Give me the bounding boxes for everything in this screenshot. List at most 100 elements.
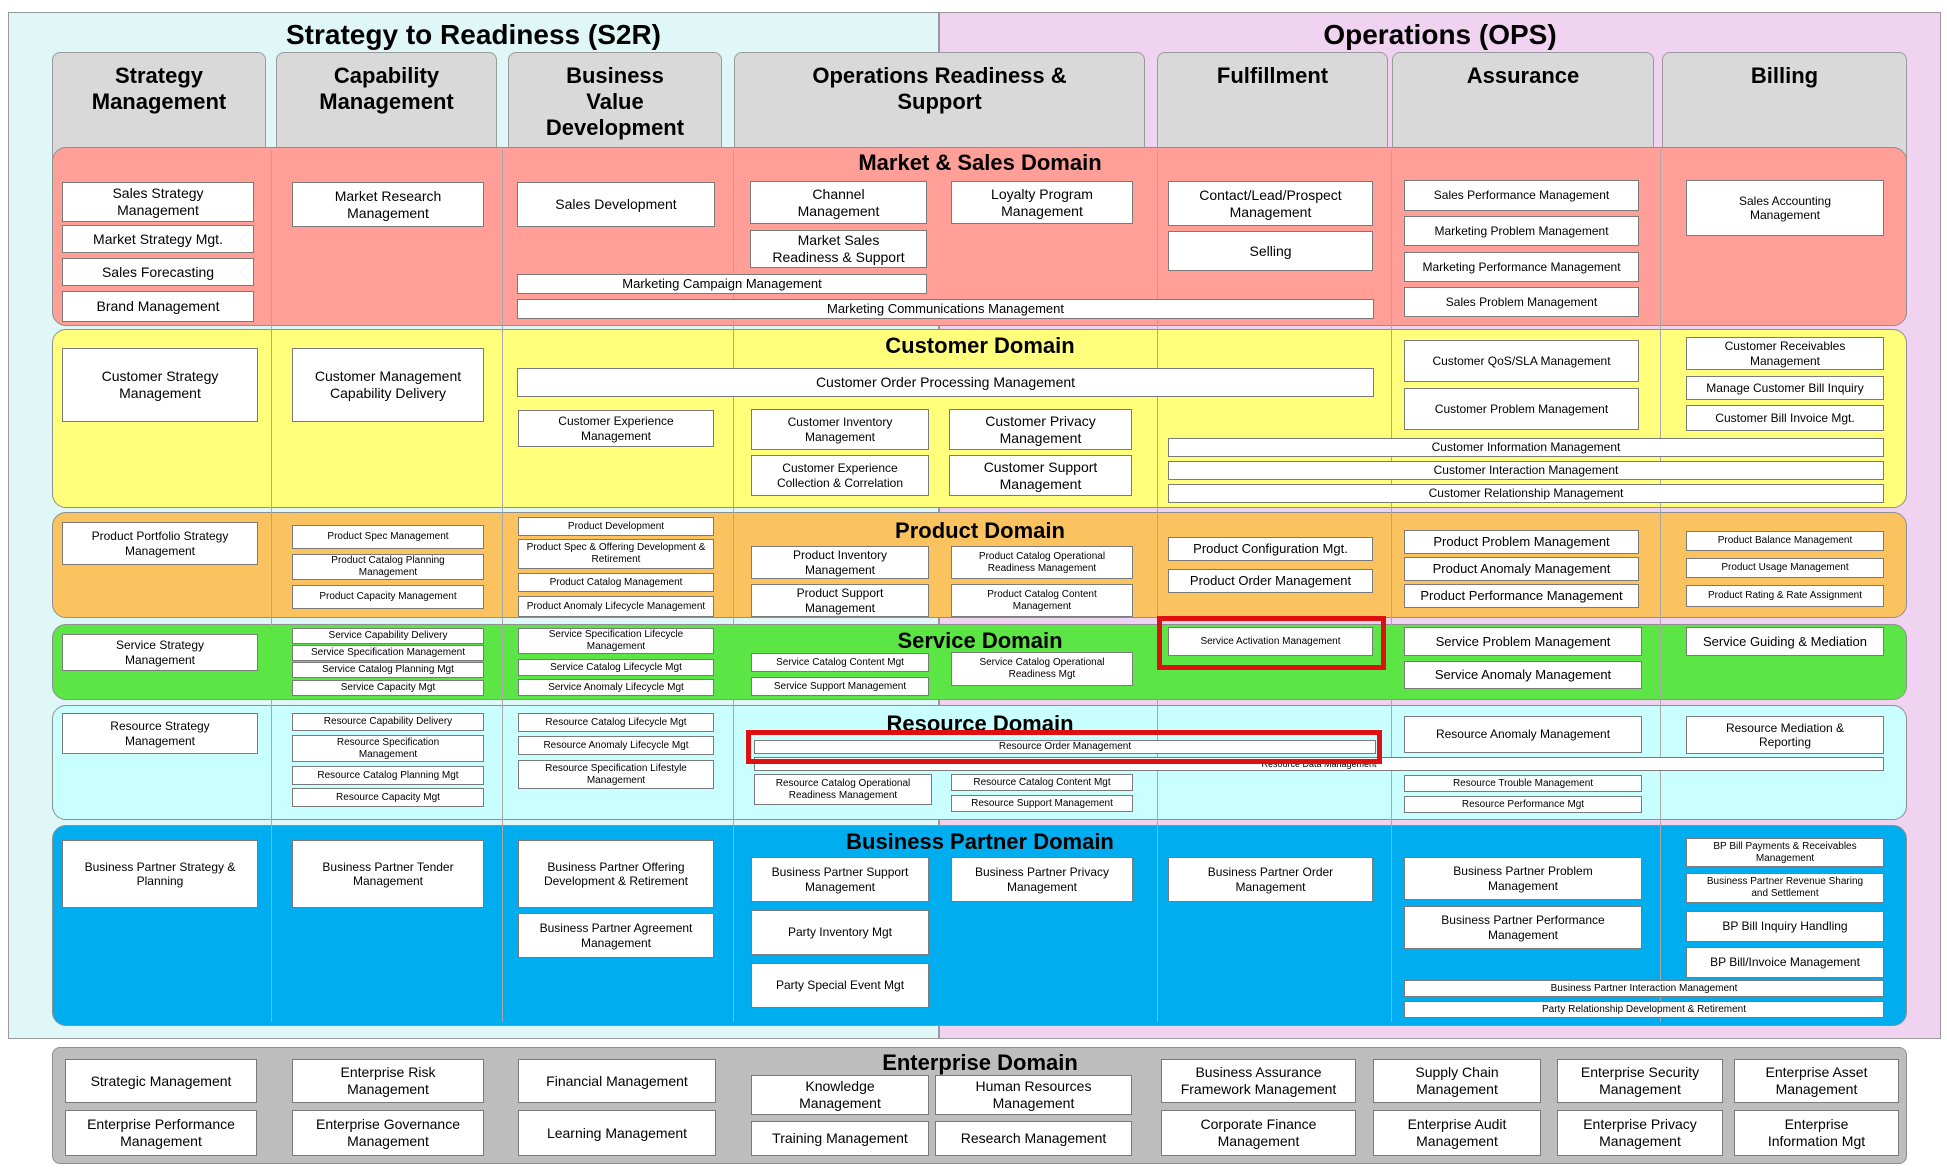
customer-process-box: Customer Problem Management [1404,388,1639,430]
product-process-box: Product Anomaly Lifecycle Management [518,596,714,617]
column-divider [733,150,734,1022]
business-partner-process-box: Business Partner Agreement Management [518,913,714,958]
service-process-box: Service Guiding & Mediation [1686,627,1884,656]
service-process-box: Service Anomaly Lifecycle Mgt [518,679,714,696]
service-process-box: Service Problem Management [1404,627,1642,656]
market-sales-process-box: Sales Forecasting [62,258,254,286]
resource-process-box: Resource Catalog Content Mgt [951,774,1133,791]
resource-process-box: Resource Strategy Management [62,713,258,754]
resource-process-box: Resource Catalog Planning Mgt [292,766,484,785]
product-process-box: Product Development [518,517,714,536]
enterprise-process-box: Training Management [751,1121,929,1156]
product-process-box: Product Usage Management [1686,558,1884,578]
customer-process-box: Customer Receivables Management [1686,337,1884,370]
customer-process-box: Customer Interaction Management [1168,461,1884,480]
business-partner-process-box: BP Bill Inquiry Handling [1686,911,1884,942]
column-header-business-value-development: Business Value Development [508,52,722,162]
service-process-box: Service Catalog Operational Readiness Mg… [951,652,1133,686]
product-process-box: Product Catalog Management [518,573,714,592]
column-header-assurance: Assurance [1392,52,1654,162]
product-process-box: Product Capacity Management [292,585,484,609]
market-sales-process-box: Sales Performance Management [1404,180,1639,211]
market-sales-process-box: Brand Management [62,291,254,322]
column-header-billing: Billing [1662,52,1907,162]
column-header-capability-management: Capability Management [276,52,497,162]
business-partner-process-box: Business Partner Problem Management [1404,857,1642,900]
market-sales-process-box: Sales Accounting Management [1686,180,1884,236]
service-process-box: Service Support Management [751,677,929,696]
business-partner-process-box: Party Relationship Development & Retirem… [1404,1001,1884,1018]
resource-process-box: Resource Support Management [951,795,1133,812]
market-sales-process-box: Contact/Lead/Prospect Management [1168,181,1373,226]
market-sales-process-box: Channel Management [750,181,927,224]
enterprise-process-box: Enterprise Risk Management [292,1059,484,1103]
business-partner-process-box: Business Partner Order Management [1168,857,1373,902]
enterprise-process-box: Business Assurance Framework Management [1161,1059,1356,1103]
market-sales-process-box: Marketing Campaign Management [517,274,927,294]
customer-process-box: Customer Information Management [1168,438,1884,457]
enterprise-process-box: Enterprise Security Management [1557,1059,1723,1103]
product-process-box: Product Balance Management [1686,531,1884,551]
service-process-box: Service Capability Delivery [292,628,484,644]
column-header-fulfillment: Fulfillment [1157,52,1388,162]
resource-process-box: Resource Anomaly Lifecycle Mgt [518,736,714,755]
service-process-box: Service Specification Management [292,645,484,661]
service-process-box: Service Specification Lifecycle Manageme… [518,628,714,654]
enterprise-process-box: Learning Management [518,1110,716,1156]
customer-process-box: Customer Experience Management [518,410,714,447]
service-process-box: Service Activation Management [1168,627,1373,656]
column-header-operations-readiness-support: Operations Readiness & Support [734,52,1145,162]
enterprise-process-box: Corporate Finance Management [1161,1110,1356,1156]
business-partner-process-box: Business Partner Tender Management [292,840,484,908]
product-domain-title: Product Domain [895,518,1065,543]
resource-process-box: Resource Order Management [754,740,1376,754]
service-process-box: Service Catalog Content Mgt [751,653,929,672]
enterprise-process-box: Strategic Management [65,1059,257,1103]
resource-process-box: Resource Capacity Mgt [292,788,484,807]
enterprise-process-box: Enterprise Governance Management [292,1110,484,1156]
ops-title: Operations (OPS) [1323,19,1557,50]
market-sales-process-box: Sales Problem Management [1404,287,1639,317]
customer-domain-title: Customer Domain [885,333,1075,358]
enterprise-process-box: Enterprise Information Mgt [1734,1110,1899,1156]
service-process-box: Service Catalog Planning Mgt [292,662,484,678]
customer-process-box: Customer Bill Invoice Mgt. [1686,405,1884,431]
business-partner-process-box: Business Partner Support Management [751,857,929,902]
highlight-resource-order [746,730,1382,764]
highlight-service-activation [1157,616,1386,670]
product-process-box: Product Spec Management [292,525,484,549]
service-process-box: Service Catalog Lifecycle Mgt [518,659,714,676]
business-partner-process-box: Business Partner Revenue Sharing and Set… [1686,873,1884,903]
service-process-box: Service Anomaly Management [1404,661,1642,689]
customer-process-box: Customer Privacy Management [949,409,1132,450]
market-sales-process-box: Sales Development [517,182,715,227]
column-divider [1157,150,1158,1022]
resource-process-box: Resource Catalog Operational Readiness M… [754,774,932,805]
product-process-box: Product Configuration Mgt. [1168,537,1373,561]
market-sales-process-box: Marketing Performance Management [1404,252,1639,282]
market-sales-process-box: Sales Strategy Management [62,182,254,222]
product-process-box: Product Anomaly Management [1404,557,1639,581]
market-sales-process-box: Selling [1168,231,1373,271]
business-partner-process-box: BP Bill/Invoice Management [1686,947,1884,978]
product-process-box: Product Inventory Management [751,546,929,579]
business-partner-process-box: Business Partner Strategy & Planning [62,840,258,908]
customer-process-box: Customer Support Management [949,455,1132,496]
product-process-box: Product Problem Management [1404,530,1639,554]
market-sales-domain-title: Market & Sales Domain [858,150,1102,175]
resource-process-box: Resource Performance Mgt [1404,796,1642,813]
resource-process-box: Resource Specification Lifestyle Managem… [518,760,714,789]
business-partner-domain-title: Business Partner Domain [846,829,1114,854]
business-partner-process-box: Party Inventory Mgt [751,910,929,955]
column-divider [271,150,272,1022]
product-process-box: Product Spec & Offering Development & Re… [518,539,714,569]
enterprise-process-box: Supply Chain Management [1373,1059,1541,1103]
product-process-box: Product Support Management [751,584,929,617]
business-partner-process-box: Party Special Event Mgt [751,963,929,1008]
enterprise-process-box: Enterprise Privacy Management [1557,1110,1723,1156]
customer-process-box: Customer Experience Collection & Correla… [751,455,929,496]
customer-process-box: Customer Order Processing Management [517,368,1374,397]
enterprise-process-box: Enterprise Asset Management [1734,1059,1899,1103]
customer-process-box: Customer Relationship Management [1168,484,1884,503]
resource-process-box: Resource Capability Delivery [292,713,484,731]
